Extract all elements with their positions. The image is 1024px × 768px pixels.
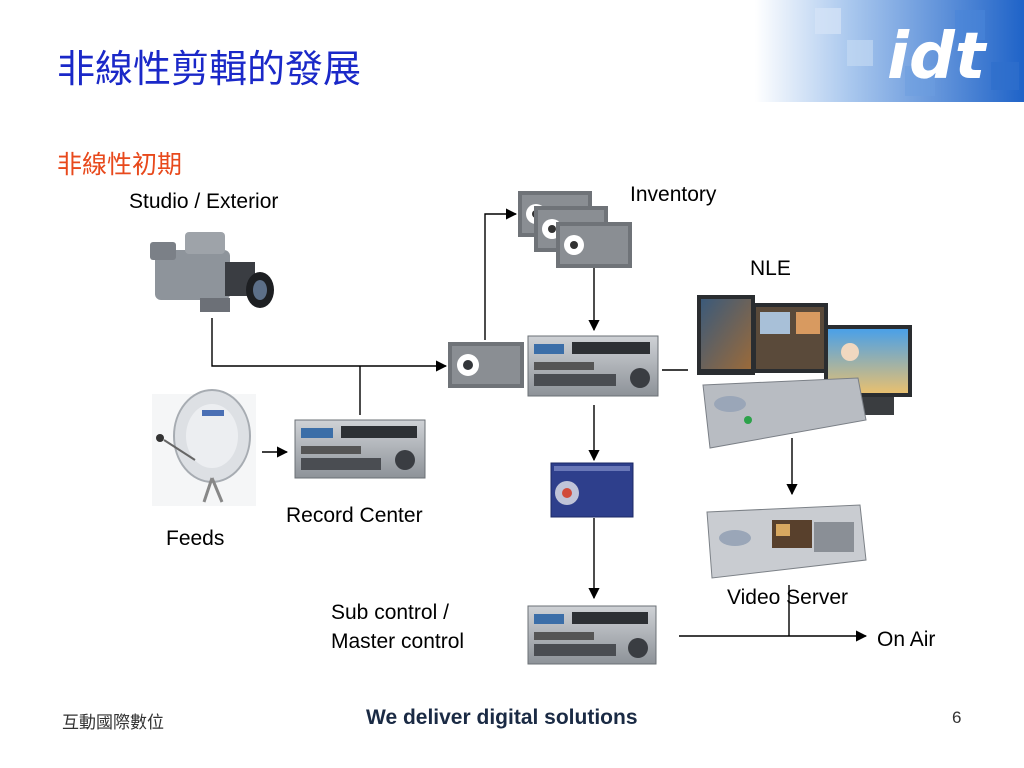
- label-inventory: Inventory: [630, 183, 717, 206]
- label-video-server: Video Server: [727, 586, 849, 609]
- arrow-camera-to-tape: [211, 318, 448, 372]
- label-record-center: Record Center: [286, 504, 423, 527]
- label-master-control: Master control: [331, 630, 465, 653]
- logo-text: idt: [887, 20, 988, 94]
- video-camera-icon: [150, 232, 274, 312]
- vtr-deck-main-icon: [527, 335, 659, 397]
- videotape-icon: [448, 342, 524, 388]
- footer-company: 互動國際數位: [62, 713, 164, 733]
- video-server-icon: [706, 504, 867, 579]
- arrow-tape-to-inventory: [484, 208, 518, 340]
- page-title: 非線性剪輯的發展: [57, 47, 362, 91]
- nle-monitors-icon: [697, 295, 912, 449]
- label-nle: NLE: [750, 257, 791, 280]
- storage-array-icon: [550, 462, 634, 518]
- satellite-dish-icon: [152, 389, 256, 506]
- footer-tagline: We deliver digital solutions: [366, 706, 638, 729]
- vtr-deck-master-icon: [527, 605, 657, 665]
- page-number: 6: [952, 708, 962, 727]
- label-on-air: On Air: [877, 628, 936, 651]
- label-studio: Studio / Exterior: [129, 190, 279, 213]
- connectors: [211, 208, 868, 642]
- label-feeds: Feeds: [166, 527, 225, 550]
- inventory-tapes-icon: [518, 191, 632, 268]
- label-sub-control: Sub control /: [331, 601, 449, 624]
- header-logo-banner: idt: [755, 0, 1024, 102]
- section-title: 非線性初期: [57, 150, 183, 179]
- vtr-deck-icon: [294, 419, 426, 479]
